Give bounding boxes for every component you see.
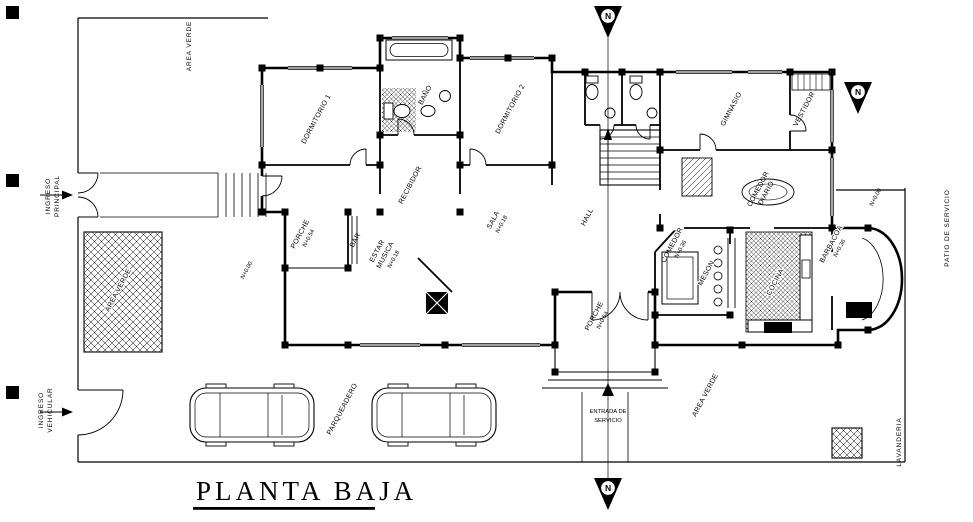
north-arrow-circle	[599, 7, 617, 25]
north-arrow-bottom: N	[594, 478, 622, 510]
label-hall: HALL	[580, 207, 595, 227]
label-ingreso-principal-2: PRINCIPAL	[54, 175, 61, 217]
kitchen-counters	[747, 234, 813, 333]
label-meson: MESON	[697, 260, 716, 287]
north-letter: N	[855, 87, 861, 97]
car-1	[189, 383, 315, 447]
service-entry-arrow	[602, 383, 614, 396]
stairs	[599, 128, 661, 186]
label-lavanderia: LAVANDERIA	[896, 417, 903, 466]
label-bano: BAÑO	[416, 83, 434, 106]
label-dormitorio-2: DORMITORIO 2	[495, 83, 527, 135]
plan-title-text: PLANTA BAJA	[196, 476, 417, 506]
car-2	[371, 383, 497, 447]
label-vestidor: VESTIDOR	[793, 91, 817, 128]
porch-south-steps	[542, 345, 668, 389]
meson-counter	[713, 238, 736, 308]
parking-cars	[189, 383, 497, 447]
bathroom-fixtures	[383, 39, 658, 120]
label-parqueadero: PARQUEADERO	[326, 382, 359, 436]
service-path	[581, 392, 629, 462]
north-letter: N	[605, 483, 611, 493]
dining-furniture	[661, 157, 795, 305]
label-ingreso-principal-1: INGRESO	[45, 178, 52, 214]
label-area-verde-top: AREA VERDE	[186, 21, 193, 72]
north-arrow-right: N	[844, 82, 872, 114]
music-room-planter	[425, 291, 449, 315]
closet-vestidor	[791, 73, 831, 91]
site-boundary	[77, 17, 906, 463]
north-letter: N	[605, 11, 611, 21]
north-arrow-circle	[849, 83, 867, 101]
label-bar: BAR	[349, 232, 362, 249]
laundry-area	[831, 427, 863, 459]
interior-walls	[262, 58, 833, 330]
label-dormitorio-1: DORMITORIO 1	[301, 93, 333, 145]
entry-walk-steps	[100, 172, 267, 218]
entrance-arrows	[40, 190, 614, 417]
stove	[764, 322, 792, 333]
boundary-markers	[6, 6, 19, 399]
label-level-acceso: N+0.00	[240, 261, 254, 280]
garden-hatch-left	[83, 231, 163, 353]
plan-title: PLANTA BAJA	[193, 476, 417, 510]
label-level-patio: N+0.00	[869, 188, 883, 207]
label-entrada-servicio-1: ENTRADA DE	[589, 409, 626, 415]
label-patio-servicio: PATIO DE SERVICIO	[944, 189, 951, 266]
label-ingreso-vehicular-2: VEHICULAR	[47, 387, 54, 432]
north-arrow-circle	[599, 479, 617, 497]
plan-title-underline	[193, 507, 375, 510]
label-ingreso-vehicular-1: INGRESO	[38, 392, 45, 428]
label-gimnasio: GIMNASIO	[720, 91, 744, 128]
label-area-verde-bottom: AREA VERDE	[691, 373, 720, 418]
bar-counter	[351, 216, 358, 264]
barbecue-grill	[846, 237, 884, 321]
label-entrada-servicio-2: SERVICIO	[594, 418, 622, 424]
label-recibidor: RECIBIDOR	[398, 165, 424, 205]
columns	[258, 34, 872, 376]
north-arrow-top: N	[594, 6, 622, 38]
